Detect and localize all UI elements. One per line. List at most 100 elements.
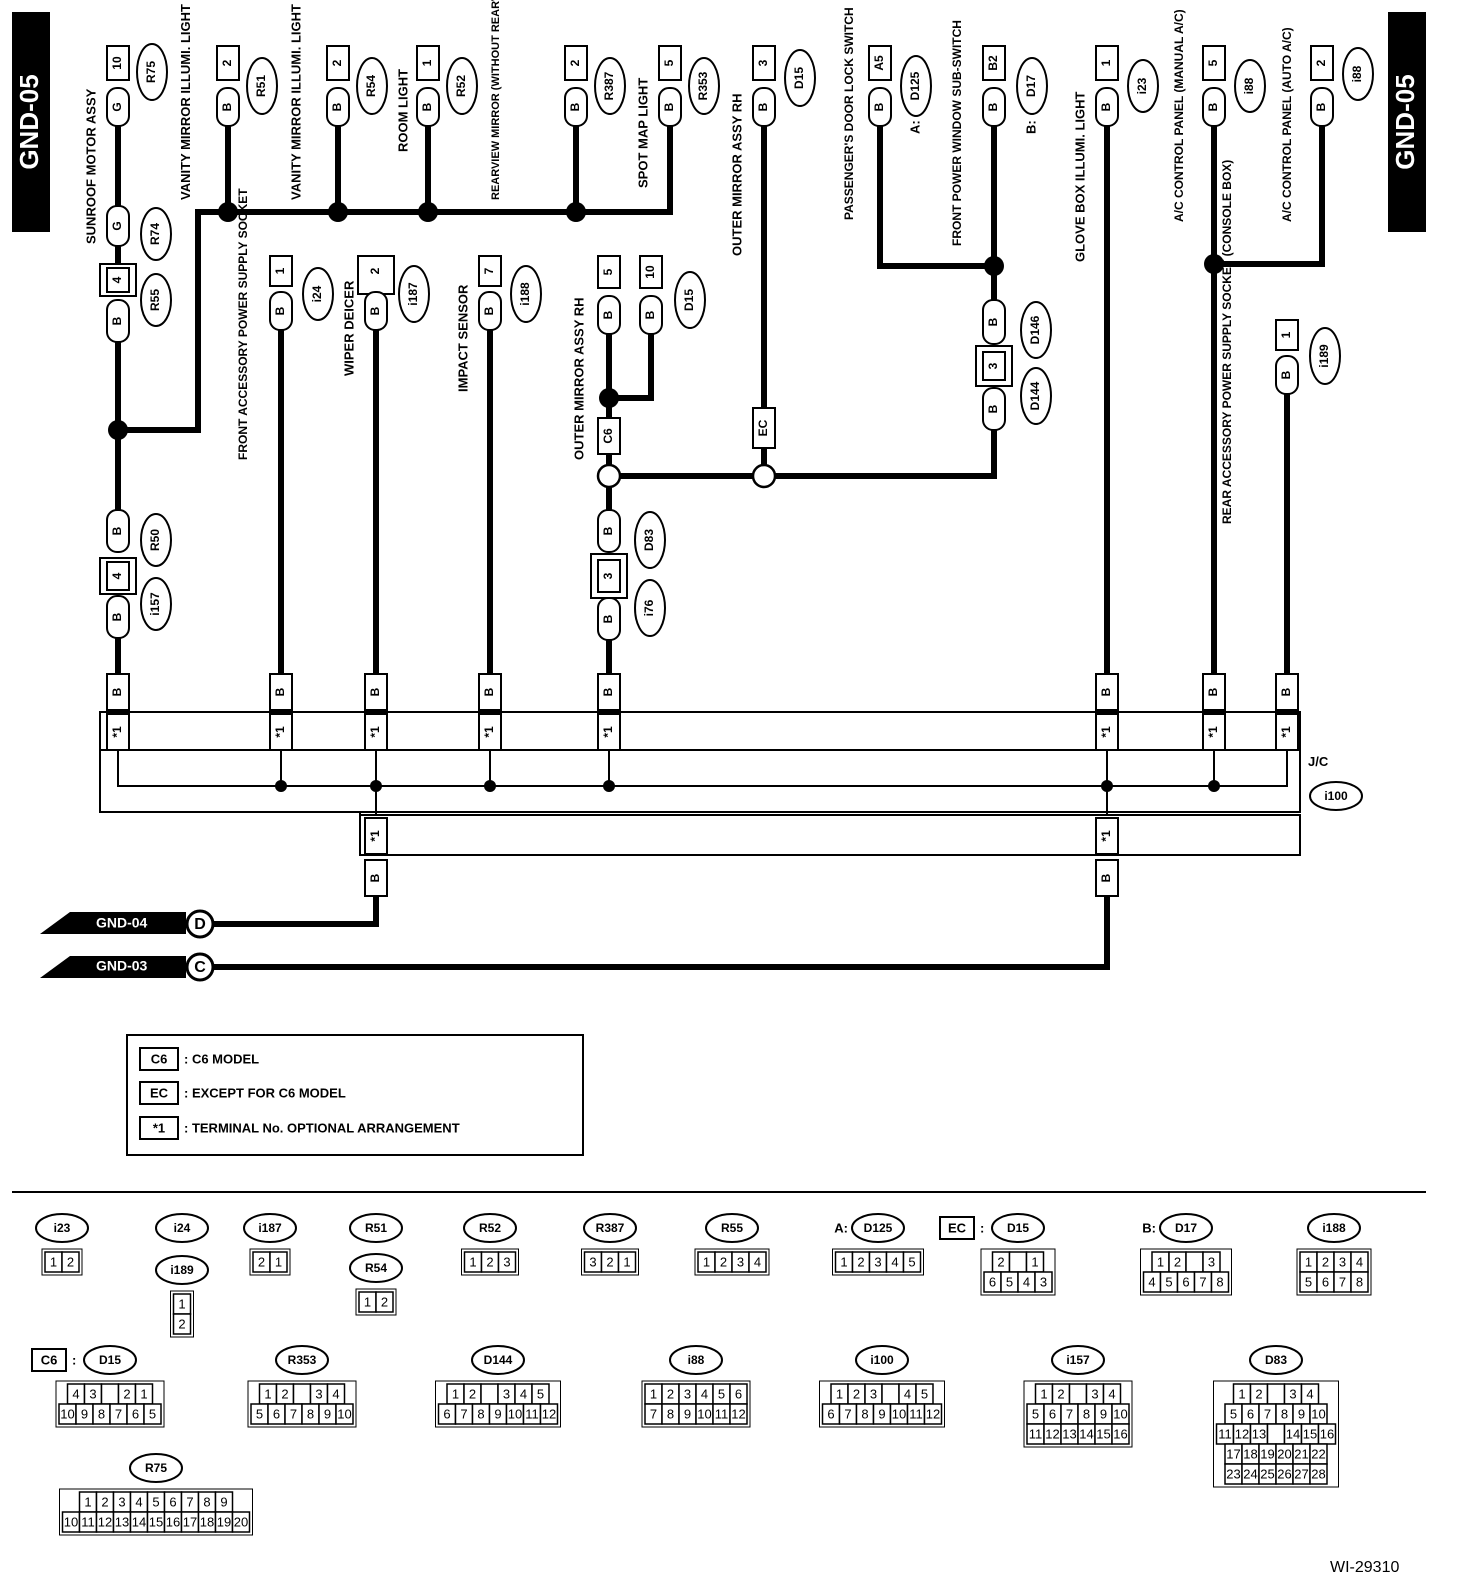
connector-pin-number: 9 <box>684 1406 691 1421</box>
connector-pin-number: 7 <box>844 1406 851 1421</box>
svg-text:2: 2 <box>330 59 344 66</box>
connector-pin-number: 9 <box>324 1406 331 1421</box>
connector-pin-cell <box>292 1383 312 1405</box>
connector-pin-number: 17 <box>183 1514 197 1529</box>
connector-pin-number: 5 <box>537 1386 544 1401</box>
connector-pin-number: 5 <box>256 1406 263 1421</box>
connector-pin-number: 10 <box>337 1406 351 1421</box>
svg-text:1: 1 <box>1279 331 1293 338</box>
svg-text:B: B <box>368 306 382 315</box>
connector-pin-number: 12 <box>542 1406 556 1421</box>
svg-text:SPOT MAP LIGHT: SPOT MAP LIGHT <box>635 78 650 188</box>
svg-text:R54: R54 <box>364 75 378 97</box>
connector-pin-number: 5 <box>152 1494 159 1509</box>
svg-text:i23: i23 <box>1135 77 1149 94</box>
connector-pin-number: 1 <box>1305 1254 1312 1269</box>
connector-pin-number: 4 <box>904 1386 911 1401</box>
connector-pin-number: 10 <box>1311 1406 1325 1421</box>
svg-text:D17: D17 <box>1024 75 1038 97</box>
connector-pin-number: 15 <box>149 1514 163 1529</box>
connector-pin-number: 21 <box>1294 1446 1308 1461</box>
connector-pin-number: 8 <box>307 1406 314 1421</box>
top-comp-sunroof: 10 G SUNROOF MOTOR ASSY R75 <box>83 43 168 244</box>
connector-pin-number: 3 <box>315 1386 322 1401</box>
connector-pin-number: 4 <box>891 1254 898 1269</box>
svg-text:R55: R55 <box>148 289 162 311</box>
connector-pin-number: 12 <box>1235 1426 1249 1441</box>
svg-text:R51: R51 <box>254 75 268 97</box>
svg-text:D83: D83 <box>642 529 656 551</box>
connector-pin-number: 1 <box>264 1386 271 1401</box>
connector-pin-number: 1 <box>50 1254 57 1269</box>
connector-pin-number: 5 <box>908 1254 915 1269</box>
connector-face-ref: D83 <box>1265 1353 1287 1367</box>
svg-text:B: B <box>601 526 615 535</box>
connector-face-ref: D15 <box>1007 1221 1029 1235</box>
connector-pin-number: 17 <box>1226 1446 1240 1461</box>
svg-text:R50: R50 <box>148 529 162 551</box>
svg-text:OUTER MIRROR ASSY RH: OUTER MIRROR ASSY RH <box>571 297 586 460</box>
connector-pin-number: 4 <box>701 1386 708 1401</box>
svg-text:*1: *1 <box>153 1120 165 1135</box>
jc-wire-pin-label: B <box>482 687 496 696</box>
jc-wire-pin <box>1275 673 1299 711</box>
jc-wire-pin <box>364 859 388 897</box>
connector-pin-cell <box>1266 1383 1286 1405</box>
jc-wire-pin <box>478 673 502 711</box>
figure-id: WI-29310 <box>1330 1559 1399 1576</box>
connector-pin-number: 19 <box>217 1514 231 1529</box>
connector-pin-number: 1 <box>1157 1254 1164 1269</box>
gnd-tag-left: GND-05 <box>12 12 50 232</box>
connector-pin-cell <box>881 1383 900 1405</box>
connector-pin-number: 2 <box>1322 1254 1329 1269</box>
connector-pin-number: 10 <box>892 1406 906 1421</box>
svg-text:B: B <box>568 102 582 111</box>
connector-pin-number: 1 <box>178 1296 185 1311</box>
connector-pin-number: 18 <box>200 1514 214 1529</box>
connector-pin-number: 6 <box>735 1386 742 1401</box>
connector-pin-number: 12 <box>731 1406 745 1421</box>
jc-wire-pin-label: B <box>1099 873 1113 882</box>
connector-pin-number: 14 <box>1286 1426 1300 1441</box>
connector-pin-number: 9 <box>878 1406 885 1421</box>
svg-text:5: 5 <box>662 59 676 66</box>
svg-text:5: 5 <box>1206 59 1220 66</box>
connector-face-ref: D144 <box>484 1353 513 1367</box>
connector-pin-number: 3 <box>89 1386 96 1401</box>
connector-pin-number: 6 <box>827 1406 834 1421</box>
jc-terminal-label: *1 <box>110 726 124 738</box>
connector-pin-number: 11 <box>715 1406 729 1421</box>
connector-pin-number: 1 <box>650 1386 657 1401</box>
connector-pin-number: 4 <box>1148 1274 1155 1289</box>
connector-pin-cell <box>1350 1271 1369 1293</box>
jc-terminal <box>1095 713 1119 751</box>
svg-text:B: B <box>110 612 124 621</box>
connector-pin-number: 13 <box>115 1514 129 1529</box>
svg-text:VANITY MIRROR ILLUMI. LIGHT RH: VANITY MIRROR ILLUMI. LIGHT RH <box>178 0 193 200</box>
connector-pin-number: 2 <box>720 1254 727 1269</box>
connector-pin-cell <box>269 1251 288 1273</box>
connector-pin-number: 9 <box>1298 1406 1305 1421</box>
svg-text:G: G <box>110 102 124 111</box>
mid-components: 1 B FRONT ACCESSORY POWER SUPPLY SOCKET … <box>236 160 1341 524</box>
connector-pin-number: 4 <box>135 1494 142 1509</box>
svg-text:10: 10 <box>110 56 124 70</box>
connector-face-ref: R75 <box>145 1461 167 1475</box>
connector-face-ref: R55 <box>721 1221 743 1235</box>
connector-pin-number: 1 <box>469 1254 476 1269</box>
svg-text:i188: i188 <box>518 282 532 306</box>
svg-text:B: B <box>601 614 615 623</box>
svg-text:B: B <box>1279 370 1293 379</box>
connector-pin-number: 2 <box>67 1254 74 1269</box>
connector-pin-number: 5 <box>1305 1274 1312 1289</box>
connector-pin-number: 13 <box>1252 1426 1266 1441</box>
connector-pin-number: 1 <box>84 1494 91 1509</box>
svg-text:B: B <box>110 526 124 535</box>
svg-text:D15: D15 <box>792 67 806 89</box>
jc-terminal <box>597 713 621 751</box>
